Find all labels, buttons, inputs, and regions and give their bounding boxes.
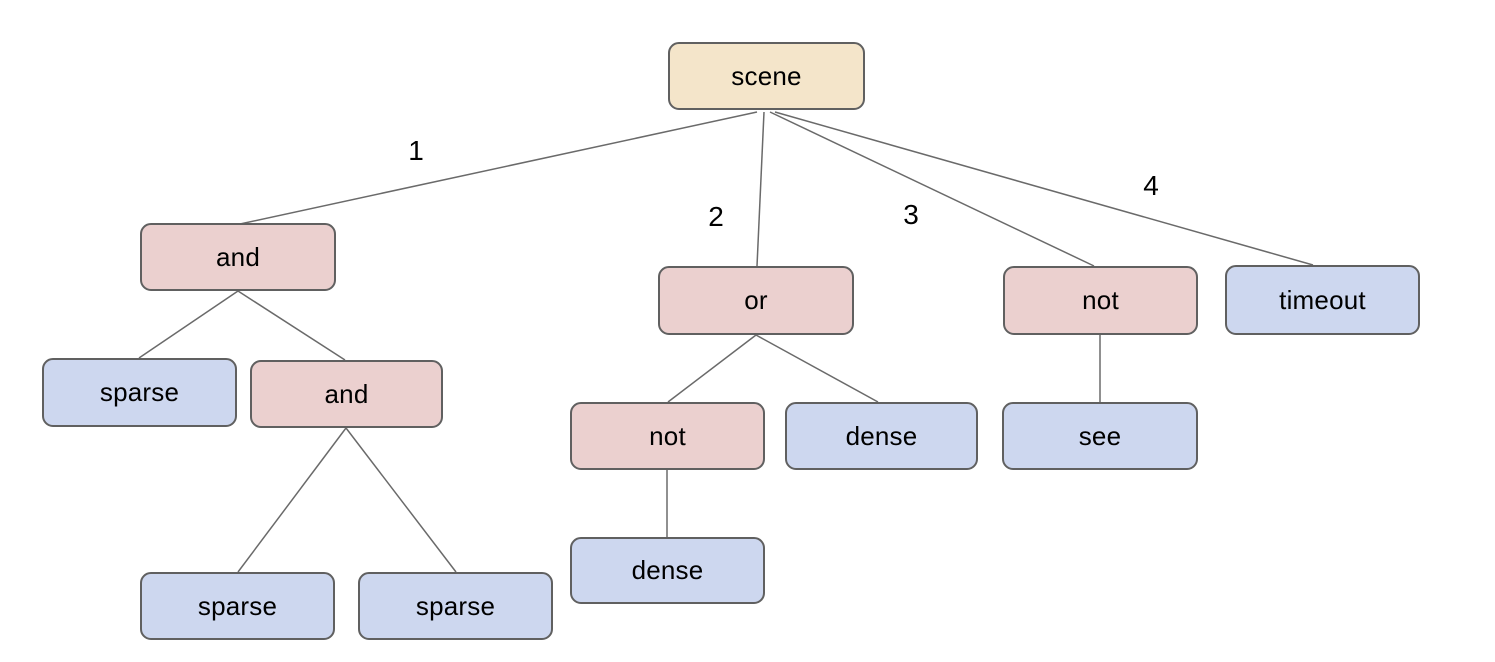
node-timeout-branch4: timeout — [1225, 265, 1420, 335]
node-sparse-level3-right: sparse — [358, 572, 553, 640]
edge-and2-sparse-right — [345, 427, 457, 573]
node-sparse-level3-left: sparse — [140, 572, 335, 640]
edge-and-and — [237, 290, 346, 361]
edge-scene-and — [239, 111, 758, 225]
edge-label-4: 4 — [1143, 170, 1159, 201]
edge-scene-timeout — [774, 111, 1314, 266]
node-not-branch3: not — [1003, 266, 1198, 335]
node-not-level2: not — [570, 402, 765, 470]
edge-label-3: 3 — [903, 199, 919, 230]
edge-label-1: 1 — [408, 135, 424, 166]
node-dense-level3: dense — [570, 537, 765, 604]
node-and-level2: and — [250, 360, 443, 428]
edge-label-2: 2 — [708, 201, 724, 232]
edge-and2-sparse-left — [237, 427, 347, 573]
node-scene: scene — [668, 42, 865, 110]
node-dense-level2: dense — [785, 402, 978, 470]
edge-scene-not — [769, 111, 1095, 267]
edge-scene-or — [756, 111, 765, 267]
edge-or-not — [667, 334, 757, 403]
node-sparse-level2: sparse — [42, 358, 237, 427]
edge-or-dense — [755, 334, 879, 403]
edge-and-sparse — [138, 290, 239, 359]
node-see: see — [1002, 402, 1198, 470]
node-and-branch1: and — [140, 223, 336, 291]
node-or-branch2: or — [658, 266, 854, 335]
